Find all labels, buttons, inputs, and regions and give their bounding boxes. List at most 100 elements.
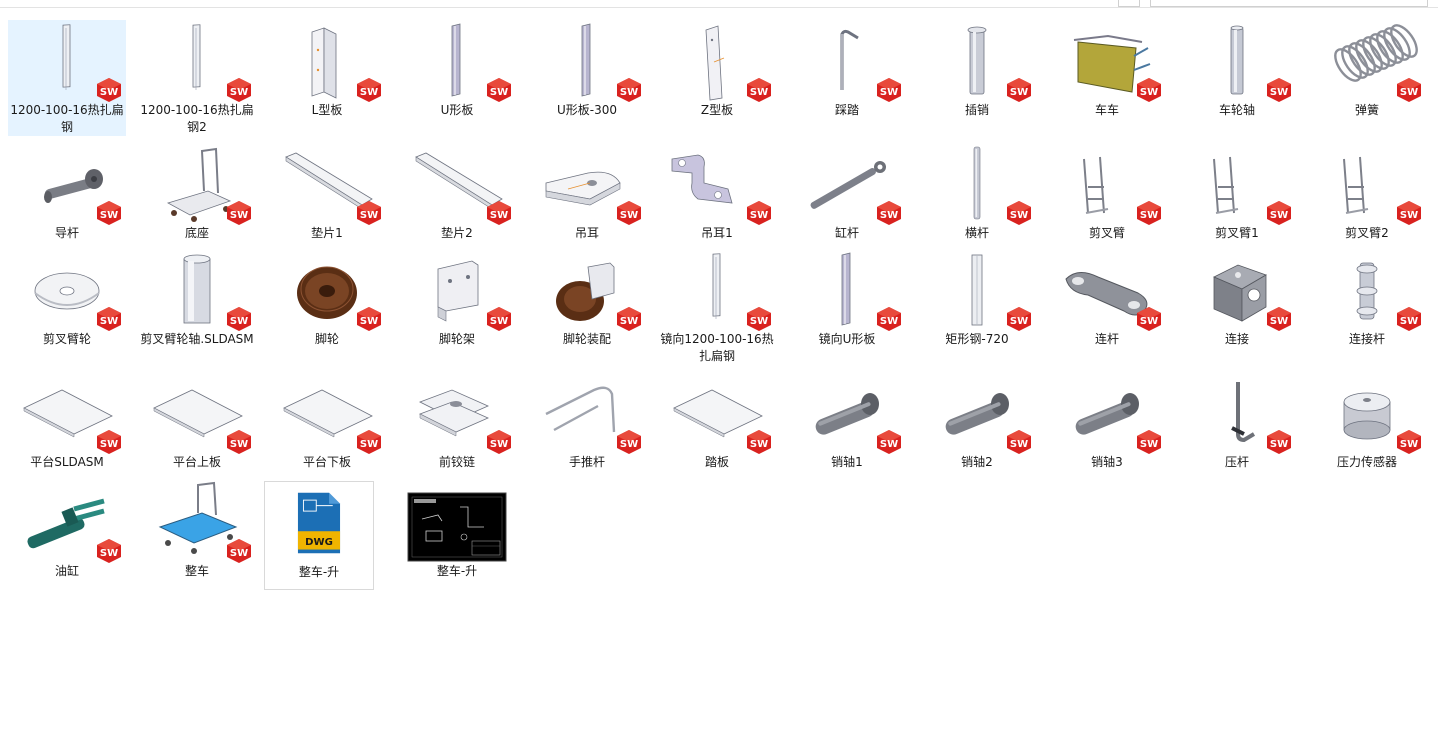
file-item[interactable]: SW 油缸: [8, 481, 126, 580]
file-item[interactable]: SW 连接: [1178, 249, 1296, 348]
file-item[interactable]: SW 矩形钢-720: [918, 249, 1036, 348]
file-item[interactable]: SW 平台上板: [138, 372, 256, 471]
scissor-arm-icon: [1213, 156, 1239, 214]
file-thumbnail: SW: [788, 372, 906, 454]
guide-rod-icon: [44, 169, 103, 203]
file-item[interactable]: SW U形板-300: [528, 20, 646, 119]
file-item[interactable]: SW 销轴2: [918, 372, 1036, 471]
file-item[interactable]: SW 缸杆: [788, 143, 906, 242]
file-item[interactable]: SW Z型板: [658, 20, 776, 119]
file-item[interactable]: SW 踩踏: [788, 20, 906, 119]
file-item[interactable]: SW L型板: [268, 20, 386, 119]
file-item[interactable]: SW 垫片1: [268, 143, 386, 242]
file-name-label: 剪叉臂轮: [42, 332, 91, 346]
file-name-label: 压力传感器: [1336, 455, 1397, 469]
file-thumbnail: SW: [1048, 20, 1166, 102]
flat-bar-icon: [712, 253, 721, 319]
file-item[interactable]: SW U形板: [398, 20, 516, 119]
file-item[interactable]: SW 车轮轴: [1178, 20, 1296, 119]
svg-text:SW: SW: [230, 210, 248, 221]
caster-wheel-icon: [297, 266, 357, 319]
file-item[interactable]: SW 吊耳: [528, 143, 646, 242]
file-item[interactable]: SW 连杆: [1048, 249, 1166, 348]
svg-text:SW: SW: [100, 87, 118, 98]
platform-icon: [153, 389, 243, 438]
solidworks-badge-icon: SW: [227, 78, 251, 102]
crossbar-icon: [973, 146, 981, 220]
file-item[interactable]: SW 剪叉臂轮: [8, 249, 126, 348]
file-item[interactable]: SW 1200-100-16热扎扁钢: [8, 20, 126, 136]
file-item[interactable]: SW 平台SLDASM: [8, 372, 126, 471]
file-thumbnail: SW: [398, 372, 516, 454]
file-item[interactable]: SW 脚轮架: [398, 249, 516, 348]
file-item[interactable]: SW 剪叉臂: [1048, 143, 1166, 242]
file-item[interactable]: SW 导杆: [8, 143, 126, 242]
svg-text:SW: SW: [1010, 210, 1028, 221]
svg-text:SW: SW: [880, 87, 898, 98]
file-item[interactable]: SW 车车: [1048, 20, 1166, 119]
file-item[interactable]: SW 垫片2: [398, 143, 516, 242]
file-item[interactable]: 整车-升: [398, 481, 516, 580]
file-item[interactable]: SW 压力传感器: [1308, 372, 1426, 471]
pressure-sensor-icon: [1343, 392, 1391, 440]
svg-text:SW: SW: [1270, 210, 1288, 221]
file-name-label: 剪叉臂1: [1215, 226, 1259, 240]
file-item[interactable]: SW 前铰链: [398, 372, 516, 471]
file-name-label: 弹簧: [1354, 103, 1379, 117]
svg-text:SW: SW: [490, 316, 508, 327]
svg-text:SW: SW: [620, 210, 638, 221]
svg-text:SW: SW: [490, 87, 508, 98]
svg-text:SW: SW: [360, 210, 378, 221]
svg-text:SW: SW: [230, 316, 248, 327]
file-item[interactable]: SW 底座: [138, 143, 256, 242]
file-item[interactable]: SW 1200-100-16热扎扁钢2: [138, 20, 256, 136]
file-item[interactable]: SW 插销: [918, 20, 1036, 119]
file-thumbnail: SW: [268, 143, 386, 225]
svg-text:SW: SW: [230, 548, 248, 559]
search-input[interactable]: [1150, 0, 1428, 7]
hinge-icon: [419, 389, 489, 437]
file-item[interactable]: SW 镜向U形板: [788, 249, 906, 348]
file-item[interactable]: SW 整车: [138, 481, 256, 580]
solidworks-badge-icon: SW: [1007, 78, 1031, 102]
solidworks-badge-icon: SW: [487, 78, 511, 102]
file-name-label: 1200-100-16热扎扁钢2: [140, 103, 254, 134]
file-item[interactable]: SW 手推杆: [528, 372, 646, 471]
svg-text:SW: SW: [230, 439, 248, 450]
scissor-arm-icon: [1083, 156, 1109, 214]
file-item[interactable]: SW 压杆: [1178, 372, 1296, 471]
file-item[interactable]: SW 镜向1200-100-16热扎扁钢: [658, 249, 776, 365]
solidworks-badge-icon: SW: [227, 201, 251, 225]
file-name-label: Z型板: [700, 103, 734, 117]
file-name-label: 剪叉臂: [1088, 226, 1125, 240]
file-item[interactable]: SW 踏板: [658, 372, 776, 471]
file-item[interactable]: SW 脚轮装配: [528, 249, 646, 348]
svg-text:SW: SW: [1400, 87, 1418, 98]
file-item[interactable]: SW 剪叉臂轮轴.SLDASM: [138, 249, 256, 348]
file-item[interactable]: SW 连接杆: [1308, 249, 1426, 348]
pin-shaft-icon: [1075, 393, 1139, 435]
file-item[interactable]: SW 剪叉臂1: [1178, 143, 1296, 242]
file-thumbnail: SW: [1308, 20, 1426, 102]
refresh-button[interactable]: [1118, 0, 1140, 7]
file-item[interactable]: SW 销轴3: [1048, 372, 1166, 471]
svg-text:SW: SW: [620, 87, 638, 98]
file-item[interactable]: SW 横杆: [918, 143, 1036, 242]
file-item[interactable]: SW 弹簧: [1308, 20, 1426, 119]
solidworks-badge-icon: SW: [1007, 201, 1031, 225]
connector-block-icon: [1213, 264, 1267, 322]
solidworks-badge-icon: SW: [1137, 307, 1161, 331]
file-item[interactable]: SW 剪叉臂2: [1308, 143, 1426, 242]
file-item[interactable]: SW 平台下板: [268, 372, 386, 471]
solidworks-badge-icon: SW: [617, 78, 641, 102]
svg-text:SW: SW: [490, 210, 508, 221]
file-item[interactable]: SW 脚轮: [268, 249, 386, 348]
file-item[interactable]: SW 吊耳1: [658, 143, 776, 242]
file-name-label: 吊耳1: [701, 226, 733, 240]
file-thumbnail: SW: [1308, 249, 1426, 331]
solidworks-badge-icon: SW: [487, 201, 511, 225]
file-thumbnail: SW: [528, 20, 646, 102]
file-item[interactable]: SW 销轴1: [788, 372, 906, 471]
file-name-label: 脚轮架: [438, 332, 475, 346]
